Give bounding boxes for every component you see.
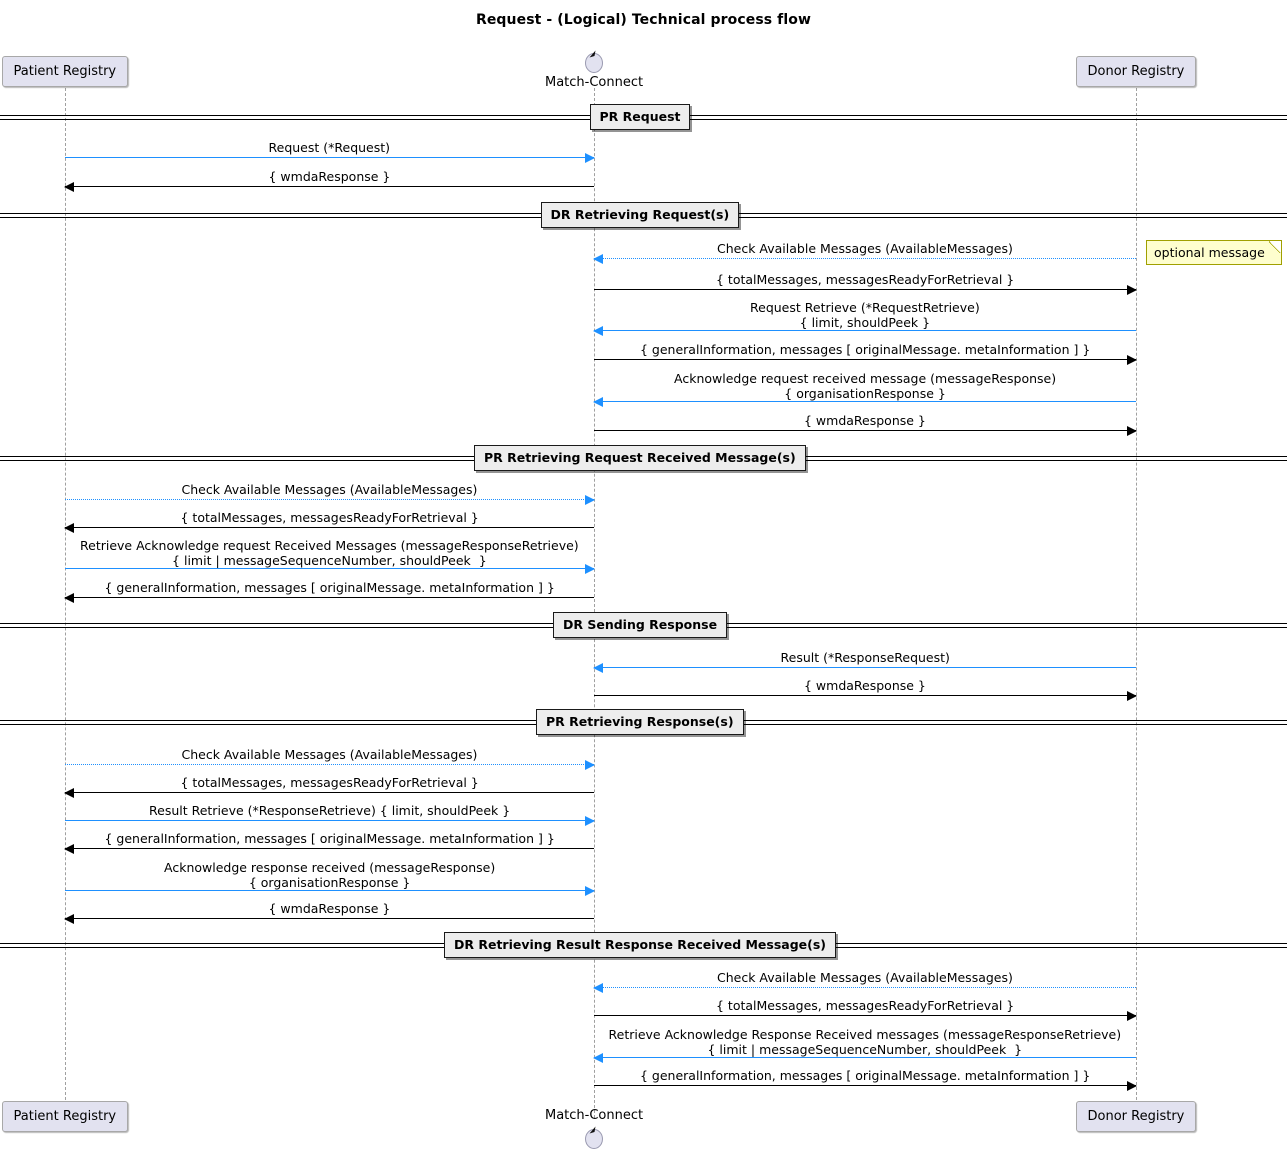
participant-pr-top[interactable]: Patient Registry <box>1 55 129 87</box>
message-line-pr-retrieving-responses-4 <box>65 890 594 891</box>
participant-pr-bottom[interactable]: Patient Registry <box>1 1100 129 1132</box>
lifeline-dr <box>1136 88 1137 1100</box>
message-line-pr-retrieving-request-received-3 <box>65 597 594 598</box>
message-line-pr-retrieving-responses-0 <box>65 764 594 765</box>
message-label-pr-retrieving-request-received-2: Retrieve Acknowledge request Received Me… <box>80 538 579 568</box>
message-arrowhead-pr-retrieving-responses-0 <box>585 759 595 770</box>
message-line-pr-retrieving-responses-3 <box>65 848 594 849</box>
message-line-dr-retrieving-result-response-received-1 <box>594 1015 1136 1016</box>
message-line-dr-retrieving-requests-5 <box>594 430 1136 431</box>
message-label-dr-retrieving-result-response-received-1: { totalMessages, messagesReadyForRetriev… <box>716 998 1015 1013</box>
message-line-dr-retrieving-requests-3 <box>594 359 1136 360</box>
message-arrowhead-pr-retrieving-responses-1 <box>64 787 74 798</box>
message-label-dr-sending-response-1: { wmdaResponse } <box>804 678 926 693</box>
divider-pr-retrieving-responses: PR Retrieving Response(s) <box>536 709 744 735</box>
message-line-dr-sending-response-0 <box>594 667 1136 668</box>
divider-pr-request: PR Request <box>589 104 691 130</box>
control-icon-bottom <box>583 1125 605 1149</box>
divider-dr-retrieving-requests: DR Retrieving Request(s) <box>540 202 740 228</box>
message-arrowhead-pr-retrieving-request-received-3 <box>64 592 74 603</box>
message-arrowhead-dr-retrieving-result-response-received-0 <box>593 982 603 993</box>
message-label-pr-request-1: { wmdaResponse } <box>268 169 391 184</box>
message-line-dr-retrieving-result-response-received-2 <box>594 1057 1136 1058</box>
message-line-pr-retrieving-request-received-0 <box>65 499 594 500</box>
message-arrowhead-dr-retrieving-result-response-received-2 <box>593 1052 603 1063</box>
message-arrowhead-pr-retrieving-request-received-0 <box>585 494 595 505</box>
message-label-dr-retrieving-result-response-received-0: Check Available Messages (AvailableMessa… <box>717 970 1013 985</box>
message-arrowhead-dr-sending-response-1 <box>1127 690 1137 701</box>
message-line-pr-retrieving-request-received-1 <box>65 527 594 528</box>
message-label-pr-retrieving-responses-1: { totalMessages, messagesReadyForRetriev… <box>180 775 479 790</box>
message-label-pr-retrieving-responses-0: Check Available Messages (AvailableMessa… <box>181 747 478 762</box>
message-line-pr-retrieving-responses-2 <box>65 820 594 821</box>
page-title: Request - (Logical) Technical process fl… <box>475 12 812 28</box>
message-label-pr-request-0: Request (*Request) <box>268 140 391 155</box>
message-label-dr-retrieving-requests-3: { generalInformation, messages [ origina… <box>640 342 1091 357</box>
message-label-dr-retrieving-result-response-received-2: Retrieve Acknowledge Response Received m… <box>608 1027 1122 1057</box>
divider-dr-sending-response: DR Sending Response <box>553 612 728 638</box>
message-arrowhead-dr-retrieving-requests-5 <box>1127 425 1137 436</box>
message-label-pr-retrieving-responses-2: Result Retrieve (*ResponseRetrieve) { li… <box>149 803 511 818</box>
message-label-pr-retrieving-request-received-3: { generalInformation, messages [ origina… <box>104 580 555 595</box>
message-arrowhead-dr-retrieving-requests-1 <box>1127 284 1137 295</box>
message-arrowhead-pr-retrieving-responses-4 <box>585 885 595 896</box>
message-arrowhead-dr-retrieving-requests-0 <box>593 253 603 264</box>
message-line-dr-retrieving-requests-4 <box>594 401 1136 402</box>
message-label-dr-retrieving-requests-2: Request Retrieve (*RequestRetrieve) { li… <box>750 300 980 330</box>
note-note-optional: optional message <box>1146 240 1282 265</box>
message-label-dr-retrieving-requests-1: { totalMessages, messagesReadyForRetriev… <box>716 272 1015 287</box>
message-arrowhead-pr-retrieving-responses-3 <box>64 843 74 854</box>
message-label-pr-retrieving-request-received-1: { totalMessages, messagesReadyForRetriev… <box>180 510 479 525</box>
message-arrowhead-pr-request-1 <box>64 181 74 192</box>
control-icon-top <box>583 49 605 73</box>
message-label-dr-retrieving-result-response-received-3: { generalInformation, messages [ origina… <box>640 1068 1091 1083</box>
message-line-pr-retrieving-responses-1 <box>65 792 594 793</box>
message-label-pr-retrieving-responses-5: { wmdaResponse } <box>268 901 391 916</box>
message-arrowhead-dr-retrieving-requests-2 <box>593 325 603 336</box>
message-label-dr-sending-response-0: Result (*ResponseRequest) <box>780 650 950 665</box>
message-arrowhead-pr-retrieving-request-received-1 <box>64 522 74 533</box>
message-line-dr-retrieving-requests-1 <box>594 289 1136 290</box>
divider-pr-retrieving-request-received: PR Retrieving Request Received Message(s… <box>474 445 806 471</box>
message-label-dr-retrieving-requests-4: Acknowledge request received message (me… <box>674 371 1057 401</box>
message-label-pr-retrieving-responses-4: Acknowledge response received (messageRe… <box>164 860 496 890</box>
message-arrowhead-pr-retrieving-request-received-2 <box>585 563 595 574</box>
message-arrowhead-dr-retrieving-result-response-received-1 <box>1127 1010 1137 1021</box>
participant-mc-label-bottom: Match-Connect <box>545 1108 644 1123</box>
message-label-pr-retrieving-request-received-0: Check Available Messages (AvailableMessa… <box>181 482 478 497</box>
message-arrowhead-dr-retrieving-result-response-received-3 <box>1127 1080 1137 1091</box>
message-line-dr-sending-response-1 <box>594 695 1136 696</box>
message-label-dr-retrieving-requests-0: Check Available Messages (AvailableMessa… <box>717 241 1013 256</box>
divider-dr-retrieving-result-response-received: DR Retrieving Result Response Received M… <box>444 932 837 958</box>
message-line-dr-retrieving-requests-2 <box>594 330 1136 331</box>
participant-dr-top[interactable]: Donor Registry <box>1075 55 1197 87</box>
lifeline-mc <box>594 88 595 1118</box>
message-arrowhead-dr-sending-response-0 <box>593 662 603 673</box>
participant-mc-label-top: Match-Connect <box>545 75 644 90</box>
message-line-dr-retrieving-result-response-received-0 <box>594 987 1136 988</box>
message-line-pr-request-1 <box>65 186 594 187</box>
note-fold-icon <box>1268 241 1281 253</box>
message-line-pr-retrieving-responses-5 <box>65 918 594 919</box>
message-label-dr-retrieving-requests-5: { wmdaResponse } <box>804 413 926 428</box>
message-line-dr-retrieving-requests-0 <box>594 258 1136 259</box>
message-label-pr-retrieving-responses-3: { generalInformation, messages [ origina… <box>104 831 555 846</box>
message-line-pr-request-0 <box>65 157 594 158</box>
participant-dr-bottom[interactable]: Donor Registry <box>1075 1100 1197 1132</box>
message-arrowhead-pr-retrieving-responses-5 <box>64 913 74 924</box>
message-arrowhead-dr-retrieving-requests-3 <box>1127 354 1137 365</box>
message-line-dr-retrieving-result-response-received-3 <box>594 1085 1136 1086</box>
message-arrowhead-dr-retrieving-requests-4 <box>593 396 603 407</box>
message-line-pr-retrieving-request-received-2 <box>65 568 594 569</box>
message-arrowhead-pr-request-0 <box>585 152 595 163</box>
message-arrowhead-pr-retrieving-responses-2 <box>585 815 595 826</box>
